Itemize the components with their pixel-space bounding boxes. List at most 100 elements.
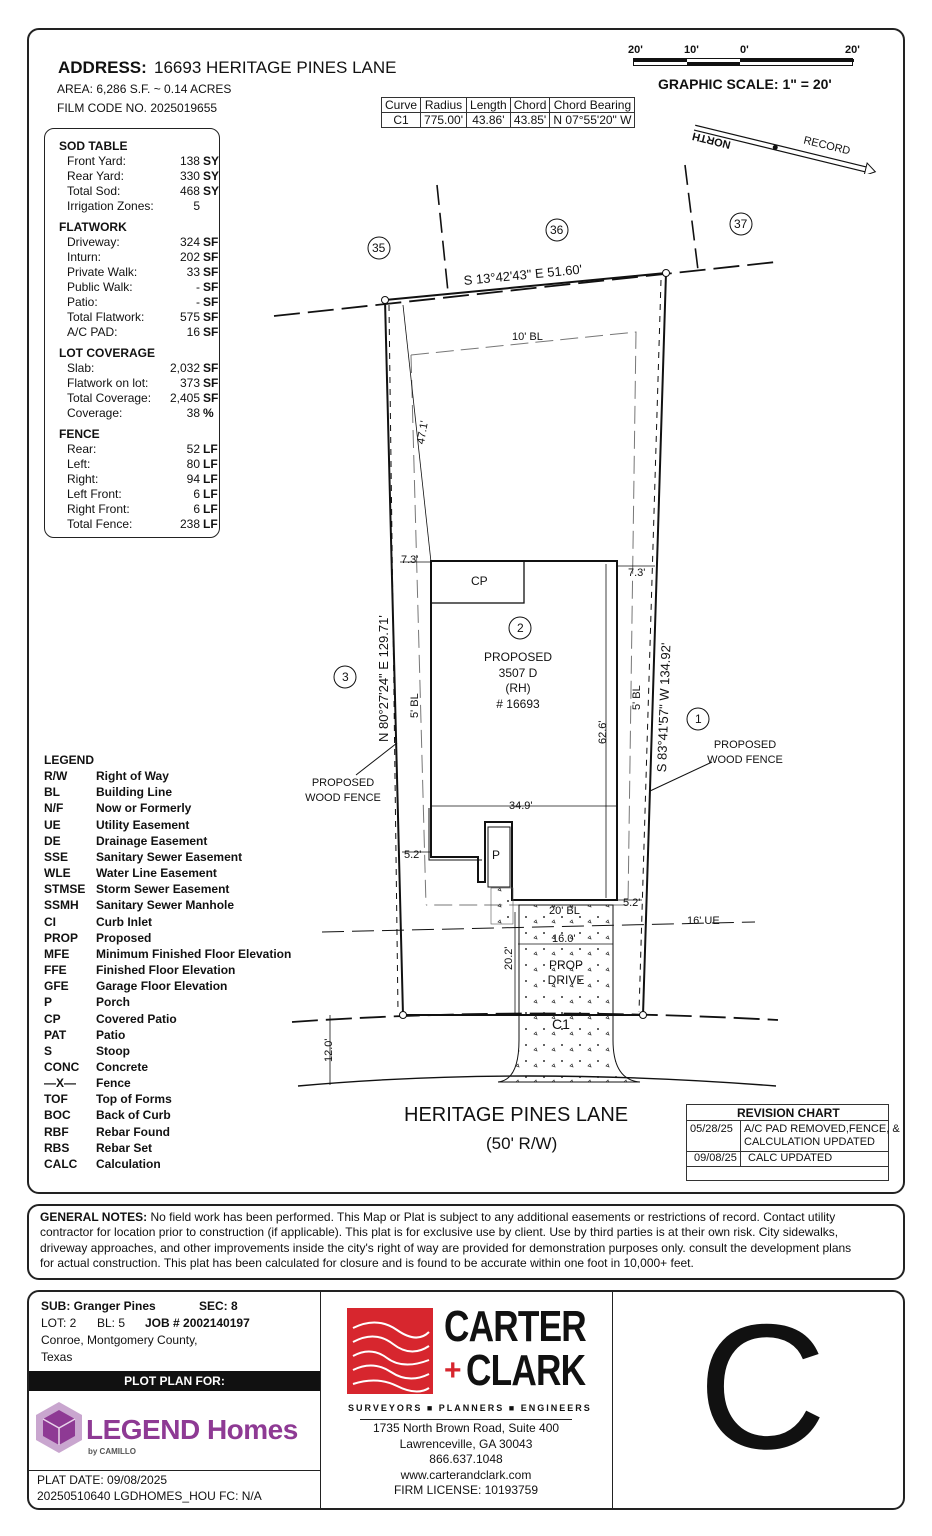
flatwork-row-label: Inturn:	[67, 250, 102, 264]
lot-36: 36	[550, 223, 564, 237]
legend-abbr: DE	[44, 833, 61, 848]
legend-desc: Drainage Easement	[96, 833, 208, 848]
flatwork-row-unit: SF	[203, 310, 219, 324]
plat-date: PLAT DATE: 09/08/2025	[37, 1473, 168, 1487]
lot-35-circle	[367, 236, 391, 260]
curve-cell: 43.86'	[466, 112, 511, 128]
legend-abbr: STMSE	[44, 882, 86, 897]
location-2: Texas	[41, 1350, 73, 1364]
sod-row-value: 330	[179, 169, 200, 183]
scale-tick-3: 0'	[740, 44, 749, 56]
sec: SEC: 8	[199, 1299, 238, 1313]
flatwork-row-value: 202	[180, 250, 201, 264]
legend-desc: Now or Formerly	[96, 801, 192, 816]
sod-row-label: Irrigation Zones:	[67, 199, 154, 213]
fence-row-label: Left Front:	[67, 487, 122, 501]
plus-sign: +	[444, 1354, 462, 1387]
dim-120: 12.0'	[323, 1038, 335, 1062]
lot-1: 1	[695, 712, 702, 726]
dim-52-right: 5.2'	[623, 897, 641, 909]
fence-row-unit: LF	[203, 472, 218, 486]
lot-35: 35	[372, 241, 386, 255]
carter-clark-logo-icon	[347, 1308, 433, 1394]
fence-left-label: PROPOSED WOOD FENCE	[305, 777, 381, 804]
legend-abbr: BL	[44, 785, 60, 800]
flatwork-row-value: 324	[180, 235, 201, 249]
flatwork-row-label: Public Walk:	[67, 280, 133, 294]
plat-drawing	[273, 164, 779, 1087]
house-footprint	[430, 560, 618, 901]
curve-cell: N 07°55'20" W	[549, 112, 636, 128]
legend-desc: Patio	[96, 1027, 126, 1042]
flatwork-row-value: 33	[186, 265, 201, 279]
sod-row-unit: SY	[202, 169, 219, 183]
curve-header: Curve	[380, 97, 422, 113]
sod-row-value: 138	[179, 154, 200, 168]
c1-label: C1	[552, 1016, 570, 1032]
revision-title: REVISION CHART	[737, 1106, 840, 1120]
flatwork-row-label: A/C PAD:	[67, 325, 118, 339]
curve-header: Radius	[420, 97, 468, 113]
area: AREA: 6,286 S.F. ~ 0.14 ACRES	[57, 82, 232, 96]
coverage-row-label: Flatwork on lot:	[67, 376, 149, 390]
bl-10: 10' BL	[512, 331, 543, 343]
coverage-row: Coverage:38%	[59, 406, 219, 421]
block: BL: 5	[97, 1316, 126, 1330]
curb-line	[297, 1075, 777, 1087]
scale-bar	[633, 58, 854, 66]
sod-row-label: Rear Yard:	[67, 169, 124, 183]
curve-table: Curve Radius Length Chord Chord Bearing …	[380, 97, 636, 128]
north-arrow-icon	[693, 124, 877, 174]
scale-label: GRAPHIC SCALE: 1" = 20'	[658, 76, 832, 92]
legend-abbr: MFE	[44, 946, 70, 961]
plat-code: 20250510640 LGDHOMES_HOU FC: N/A	[37, 1489, 262, 1503]
dim-73-right: 7.3'	[628, 567, 646, 579]
coverage-row-unit: SF	[203, 361, 219, 375]
legend-homes-sub: by CAMILLO	[88, 1447, 136, 1456]
legend-desc: Rebar Found	[96, 1124, 170, 1139]
legend-desc: Sanitary Sewer Easement	[96, 849, 243, 864]
coverage-row-label: Total Coverage:	[67, 391, 152, 405]
legend-abbr: N/F	[44, 801, 64, 816]
legend-desc: Utility Easement	[96, 817, 190, 832]
lot-3-circle	[333, 665, 357, 689]
house-label: PROPOSED 3507 D (RH) # 16693	[483, 650, 552, 711]
location-1: Conroe, Montgomery County,	[41, 1333, 198, 1347]
fence-row-value: 6	[193, 502, 201, 516]
legend-desc: Proposed	[96, 930, 152, 945]
flatwork-row: Public Walk:-SF	[59, 280, 219, 295]
coverage-row-value: 373	[180, 376, 201, 390]
address: 16693 HERITAGE PINES LANE	[154, 58, 397, 77]
sod-row-unit: SY	[202, 184, 219, 198]
address-label: ADDRESS:	[58, 58, 147, 77]
legend-desc: Curb Inlet	[96, 914, 152, 929]
revision-desc: CALC UPDATED	[748, 1152, 833, 1164]
legend-abbr: —X—	[44, 1076, 77, 1091]
legend-desc: Finished Floor Elevation	[96, 963, 236, 978]
sod-title: SOD TABLE	[59, 139, 128, 153]
fence-row-unit: LF	[203, 487, 218, 501]
legend-title: LEGEND	[44, 753, 95, 767]
coverage-row-unit: SF	[203, 391, 219, 405]
lot-2-circle	[508, 616, 532, 640]
legend-abbr: CP	[44, 1011, 61, 1026]
